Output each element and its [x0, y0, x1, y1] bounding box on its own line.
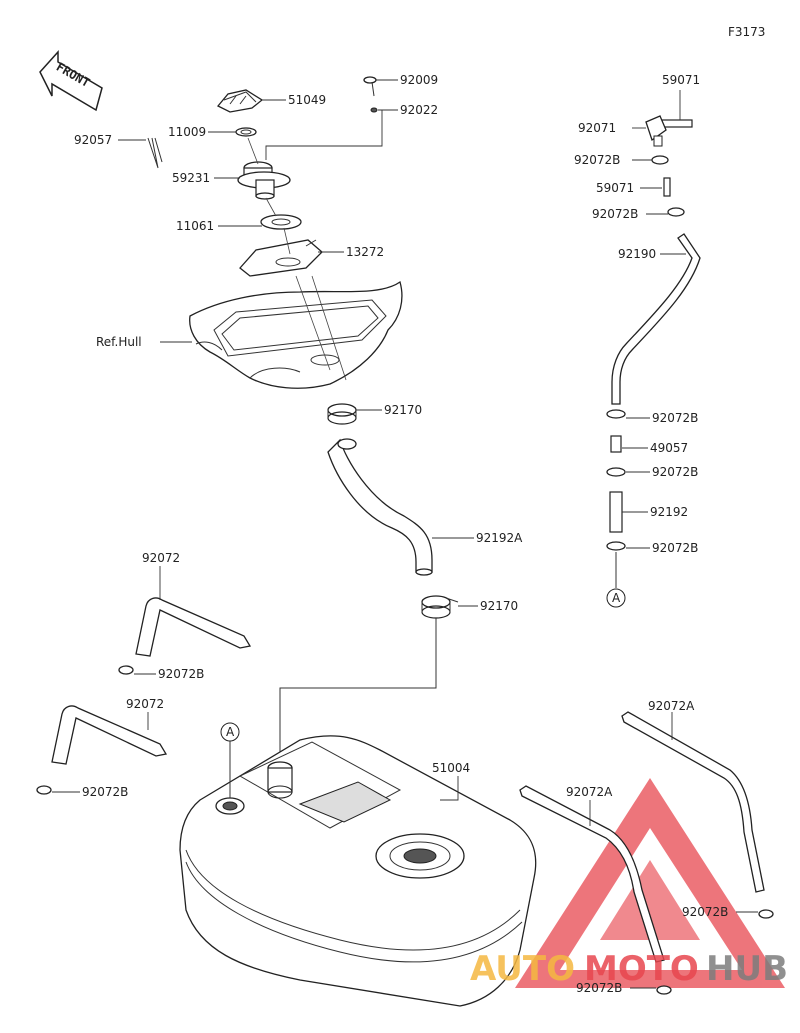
- clamp-92170-top: [327, 403, 357, 425]
- label-59071-top: 59071: [662, 73, 700, 87]
- label-92072B-left-2: 92072B: [82, 785, 128, 799]
- screw-92009: [363, 76, 377, 97]
- ref-marker-a-tank: A: [220, 722, 240, 742]
- label-92072A-top: 92072A: [648, 699, 695, 713]
- watermark-text: AUTO MOTO HUB: [470, 949, 788, 989]
- clamp-92072B-r2: [667, 207, 685, 217]
- front-arrow-icon: FRONT: [39, 50, 103, 112]
- label-49057: 49057: [650, 441, 688, 455]
- label-92190: 92190: [618, 247, 656, 261]
- check-valve-92071: [645, 115, 667, 147]
- label-92170-bottom: 92170: [480, 599, 518, 613]
- strap-92072A-right-2: [519, 785, 672, 995]
- label-92072B-right-1: 92072B: [682, 905, 728, 919]
- label-92072B-left-1: 92072B: [158, 667, 204, 681]
- label-92072B-r4: 92072B: [652, 465, 698, 479]
- watermark-hub: HUB: [706, 949, 788, 989]
- gasket-11061: [260, 214, 302, 230]
- svg-text:A: A: [226, 725, 235, 739]
- vent-fitting-59071-mid: [663, 177, 671, 197]
- watermark-moto: MOTO: [584, 949, 699, 989]
- vent-hose-92192: [609, 491, 623, 533]
- hose-connection-line: [279, 618, 437, 756]
- clamp-92072B-r5: [606, 541, 626, 551]
- clamp-92072B-r4: [606, 467, 626, 477]
- watermark-logo: [515, 778, 785, 988]
- strap-92072-left-2: [36, 705, 168, 795]
- label-11009: 11009: [168, 125, 206, 139]
- vent-fitting-59071-top: [661, 119, 693, 128]
- label-92072A-mid: 92072A: [566, 785, 613, 799]
- label-51049: 51049: [288, 93, 326, 107]
- label-11061: 11061: [176, 219, 214, 233]
- label-13272: 13272: [346, 245, 384, 259]
- svg-text:A: A: [612, 591, 621, 605]
- label-92072-left-1: 92072: [142, 551, 180, 565]
- vent-filter-49057: [610, 435, 622, 453]
- strap-92072A-right-1: [621, 711, 774, 919]
- label-59071-mid: 59071: [596, 181, 634, 195]
- label-92022: 92022: [400, 103, 438, 117]
- clamp-92072B-r1: [651, 155, 669, 165]
- washer-92022: [370, 107, 378, 113]
- part-labels: 51049 92009 92022 11009 92057 59231 1106…: [74, 73, 728, 995]
- label-92057: 92057: [74, 133, 112, 147]
- hose-92192A: [327, 438, 433, 576]
- label-92009: 92009: [400, 73, 438, 87]
- filler-neck-59231: [237, 161, 291, 200]
- label-92072B-r1: 92072B: [574, 153, 620, 167]
- ref-marker-a-hose: A: [606, 588, 626, 608]
- label-51004: 51004: [432, 761, 470, 775]
- watermark-auto: AUTO: [470, 949, 575, 989]
- label-92072B-r2: 92072B: [592, 207, 638, 221]
- filler-cap-51049: [216, 89, 264, 113]
- vent-hose-92190: [611, 233, 701, 405]
- alignment-guides: [247, 137, 347, 381]
- label-59231: 59231: [172, 171, 210, 185]
- gasket-11009: [235, 127, 257, 137]
- clip-92057: [147, 137, 163, 169]
- label-92072-left-2: 92072: [126, 697, 164, 711]
- label-92192A: 92192A: [476, 531, 523, 545]
- clamp-92072B-r3: [606, 409, 626, 419]
- label-92072B-right-2: 92072B: [576, 981, 622, 995]
- clamp-92170-bottom: [421, 595, 459, 619]
- bracket-13272: [239, 239, 323, 277]
- label-92170-top: 92170: [384, 403, 422, 417]
- label-92072B-r5: 92072B: [652, 541, 698, 555]
- label-92072B-r3: 92072B: [652, 411, 698, 425]
- fuel-tank-51004: [179, 735, 537, 1007]
- strap-92072-left-1: [118, 597, 252, 675]
- label-92192: 92192: [650, 505, 688, 519]
- leader-lines: [52, 79, 758, 989]
- label-92071: 92071: [578, 121, 616, 135]
- label-ref-hull: Ref.Hull: [96, 335, 142, 349]
- hull-reference: [189, 280, 403, 389]
- diagram-code: F3173: [728, 25, 765, 39]
